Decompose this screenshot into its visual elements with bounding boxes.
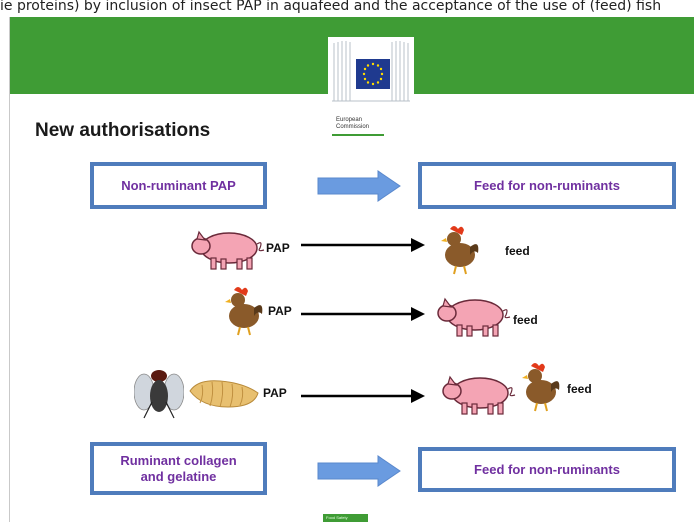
logo-text: European Commission (336, 117, 369, 131)
feed-label: feed (513, 313, 538, 327)
chicken-icon (225, 287, 263, 336)
target-box-label: Feed for non-ruminants (474, 461, 620, 477)
larva-icon (189, 380, 259, 408)
pap-label: PAP (268, 304, 292, 318)
source-box-non-ruminant-pap: Non-ruminant PAP (90, 162, 267, 209)
pig-icon (437, 297, 511, 337)
pig-icon (191, 230, 265, 270)
pap-label: PAP (263, 386, 287, 400)
chicken-icon (441, 226, 479, 275)
black-arrow-icon (301, 307, 425, 321)
source-box-line-1: Ruminant collagen (120, 452, 237, 468)
black-arrow-icon (301, 238, 425, 252)
building-icon (332, 41, 410, 102)
blue-arrow-icon (317, 170, 401, 202)
logo-line-2: Commission (336, 124, 370, 130)
feed-label: feed (505, 244, 530, 258)
pig-icon (442, 375, 516, 415)
source-box-label: Non-ruminant PAP (121, 177, 236, 193)
chicken-icon (522, 363, 560, 412)
logo-line-1: European (336, 117, 363, 123)
feed-label: feed (567, 382, 592, 396)
page-caption-text: ie proteins) by inclusion of insect PAP … (0, 0, 662, 14)
source-box-line-2: and gelatine (140, 468, 217, 484)
slide-title: New authorisations (35, 120, 211, 141)
target-box-feed-non-ruminants-bottom: Feed for non-ruminants (418, 447, 676, 492)
black-arrow-icon (301, 389, 425, 403)
logo-background (328, 37, 414, 115)
food-safety-badge: Food Safety (323, 514, 368, 522)
source-box-text: Ruminant collagen and gelatine (120, 453, 236, 485)
target-box-label: Feed for non-ruminants (474, 177, 620, 193)
slide: European Commission New authorisations N… (9, 17, 694, 522)
european-commission-logo: European Commission (328, 37, 414, 137)
fly-icon (134, 370, 184, 419)
pap-label: PAP (266, 241, 290, 255)
blue-arrow-icon (317, 455, 401, 487)
source-box-ruminant-collagen: Ruminant collagen and gelatine (90, 442, 267, 495)
target-box-feed-non-ruminants: Feed for non-ruminants (418, 162, 676, 209)
logo-underline (332, 134, 384, 136)
